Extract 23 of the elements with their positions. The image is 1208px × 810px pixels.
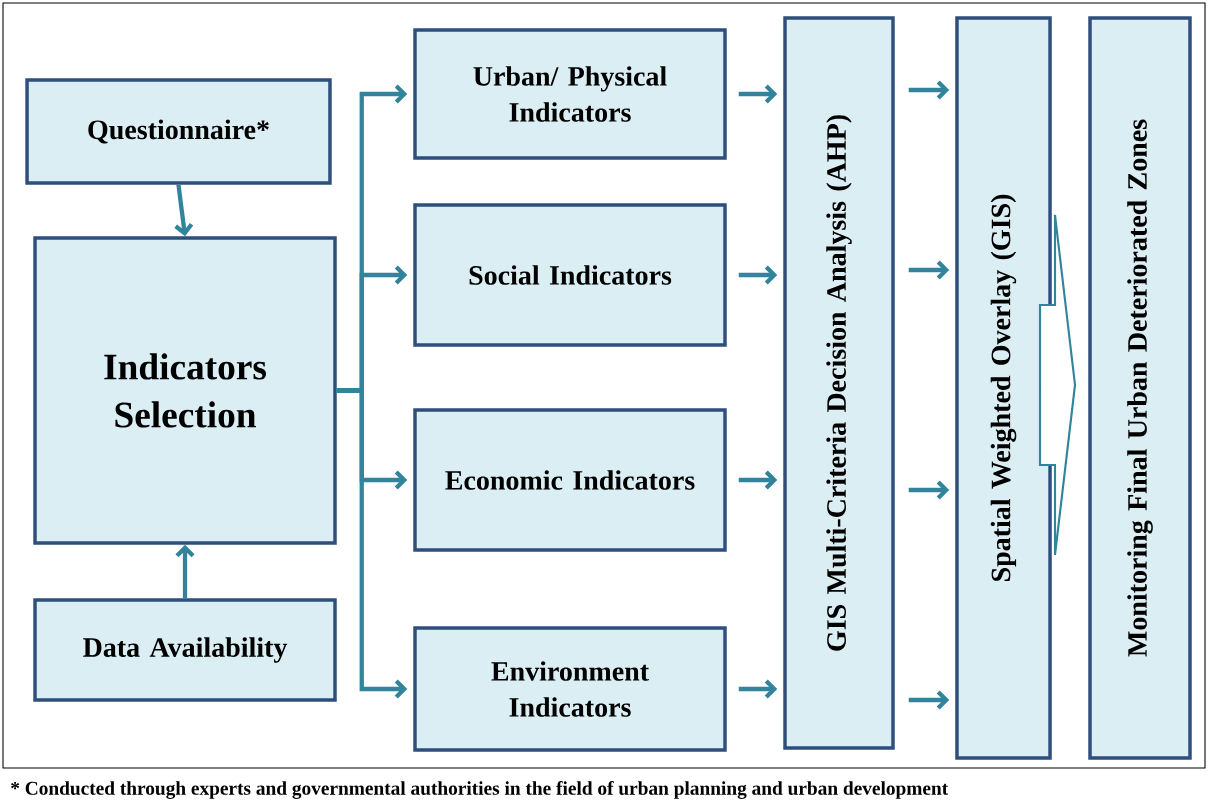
process-box: Monitoring Final Urban Deteriorated Zones xyxy=(1088,16,1192,760)
process-box: Questionnaire* xyxy=(25,78,332,185)
arrow xyxy=(908,690,950,710)
arrow xyxy=(174,184,194,237)
process-box: GIS Multi-Criteria Decision Analysis (AHP) xyxy=(783,16,895,750)
arrow xyxy=(175,544,195,599)
process-box: Urban/ Physical Indicators xyxy=(413,28,727,160)
arrow xyxy=(738,265,778,285)
arrow xyxy=(738,679,778,699)
process-box: Economic Indicators xyxy=(413,408,727,552)
arrow xyxy=(908,80,950,100)
arrow xyxy=(336,388,408,699)
process-box: Indicators Selection xyxy=(33,236,337,545)
arrow xyxy=(908,260,950,280)
block-arrow xyxy=(1038,213,1077,557)
process-box: Social Indicators xyxy=(413,203,727,347)
process-box: Data Availability xyxy=(33,598,337,702)
arrow xyxy=(738,470,778,490)
arrow xyxy=(908,480,950,500)
process-box: Spatial Weighted Overlay (GIS) xyxy=(955,16,1052,760)
footnote: * Conducted through experts and governmental authorities in the field of urban planning and urban development xyxy=(11,781,949,799)
arrow xyxy=(738,84,778,104)
process-box: Environment Indicators xyxy=(413,626,727,752)
